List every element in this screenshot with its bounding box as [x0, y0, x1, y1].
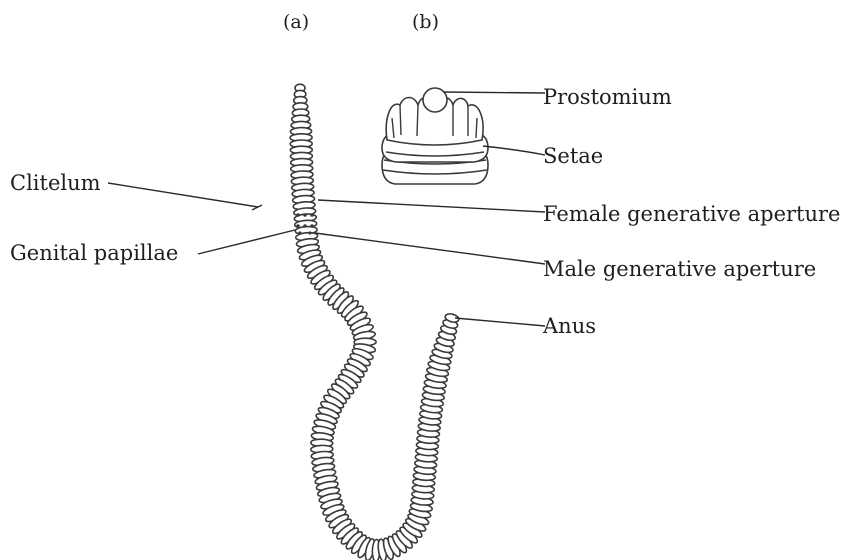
label-anus: Anus: [542, 314, 596, 338]
prostomium-knob: [423, 88, 447, 112]
label-male-generative-aperture: Male generative aperture: [543, 257, 816, 281]
label-female-generative-aperture: Female generative aperture: [543, 202, 840, 226]
panel-b-title: (b): [412, 11, 439, 33]
label-prostomium: Prostomium: [543, 85, 672, 109]
label-clitelum: Clitelum: [10, 171, 101, 195]
panel-a-title: (a): [283, 11, 309, 33]
label-setae: Setae: [543, 144, 603, 168]
anterior-end-drawing: [382, 88, 488, 184]
label-genital-papillae: Genital papillae: [10, 241, 178, 265]
